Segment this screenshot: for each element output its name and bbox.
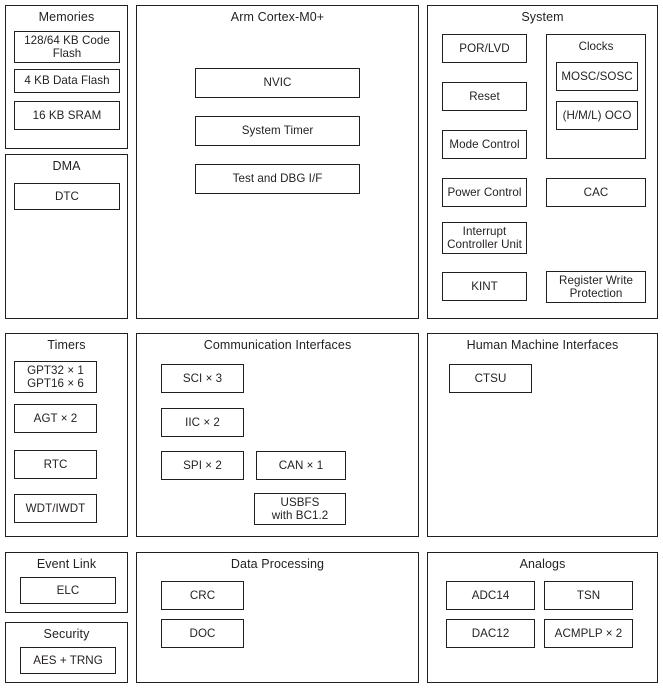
block-agt: AGT × 2: [14, 404, 97, 433]
panel-cpu: Arm Cortex-M0+ NVIC System Timer Test an…: [136, 5, 419, 319]
panel-timers: Timers GPT32 × 1 GPT16 × 6 AGT × 2 RTC W…: [5, 333, 128, 537]
panel-event-link: Event Link ELC: [5, 552, 128, 613]
block-mode-control: Mode Control: [442, 130, 527, 159]
panel-analogs-title: Analogs: [519, 557, 566, 571]
panel-timers-title: Timers: [47, 338, 86, 352]
block-dtc: DTC: [14, 183, 120, 210]
panel-communication-interfaces: Communication Interfaces SCI × 3 IIC × 2…: [136, 333, 419, 537]
block-oco: (H/M/L) OCO: [556, 101, 638, 130]
group-clocks-title: Clocks: [578, 40, 614, 53]
block-dac12: DAC12: [446, 619, 535, 648]
panel-dma: DMA DTC: [5, 154, 128, 319]
panel-cpu-title: Arm Cortex-M0+: [230, 10, 325, 24]
block-iic: IIC × 2: [161, 408, 244, 437]
block-register-write-protection: Register Write Protection: [546, 271, 646, 303]
block-wdt-iwdt: WDT/IWDT: [14, 494, 97, 523]
panel-dma-title: DMA: [52, 159, 81, 173]
panel-data-processing: Data Processing CRC DOC: [136, 552, 419, 683]
block-interrupt-controller-unit: Interrupt Controller Unit: [442, 222, 527, 254]
panel-human-machine-interfaces: Human Machine Interfaces CTSU: [427, 333, 658, 537]
panel-event-link-title: Event Link: [36, 557, 97, 571]
panel-system: System POR/LVD Reset Mode Control Power …: [427, 5, 658, 319]
block-nvic: NVIC: [195, 68, 360, 98]
block-ctsu: CTSU: [449, 364, 532, 393]
panel-security-title: Security: [43, 627, 90, 641]
group-clocks: Clocks MOSC/SOSC (H/M/L) OCO: [546, 34, 646, 159]
block-sci: SCI × 3: [161, 364, 244, 393]
block-power-control: Power Control: [442, 178, 527, 207]
block-can: CAN × 1: [256, 451, 346, 480]
block-test-dbg-if: Test and DBG I/F: [195, 164, 360, 194]
panel-communication-interfaces-title: Communication Interfaces: [203, 338, 352, 352]
block-kint: KINT: [442, 272, 527, 301]
block-doc: DOC: [161, 619, 244, 648]
block-system-timer: System Timer: [195, 116, 360, 146]
block-reset: Reset: [442, 82, 527, 111]
block-code-flash: 128/64 KB Code Flash: [14, 31, 120, 63]
panel-memories-title: Memories: [38, 10, 95, 24]
block-sram: 16 KB SRAM: [14, 101, 120, 130]
block-crc: CRC: [161, 581, 244, 610]
block-mosc-sosc: MOSC/SOSC: [556, 62, 638, 91]
block-rtc: RTC: [14, 450, 97, 479]
panel-human-machine-interfaces-title: Human Machine Interfaces: [466, 338, 619, 352]
block-gpt: GPT32 × 1 GPT16 × 6: [14, 361, 97, 393]
block-cac: CAC: [546, 178, 646, 207]
block-acmplp: ACMPLP × 2: [544, 619, 633, 648]
block-elc: ELC: [20, 577, 116, 604]
block-data-flash: 4 KB Data Flash: [14, 69, 120, 93]
panel-memories: Memories 128/64 KB Code Flash 4 KB Data …: [5, 5, 128, 149]
block-por-lvd: POR/LVD: [442, 34, 527, 63]
block-usbfs: USBFS with BC1.2: [254, 493, 346, 525]
panel-security: Security AES + TRNG: [5, 622, 128, 683]
panel-system-title: System: [521, 10, 564, 24]
block-spi: SPI × 2: [161, 451, 244, 480]
panel-analogs: Analogs ADC14 TSN DAC12 ACMPLP × 2: [427, 552, 658, 683]
panel-data-processing-title: Data Processing: [230, 557, 325, 571]
block-adc14: ADC14: [446, 581, 535, 610]
block-aes-trng: AES + TRNG: [20, 647, 116, 674]
block-tsn: TSN: [544, 581, 633, 610]
